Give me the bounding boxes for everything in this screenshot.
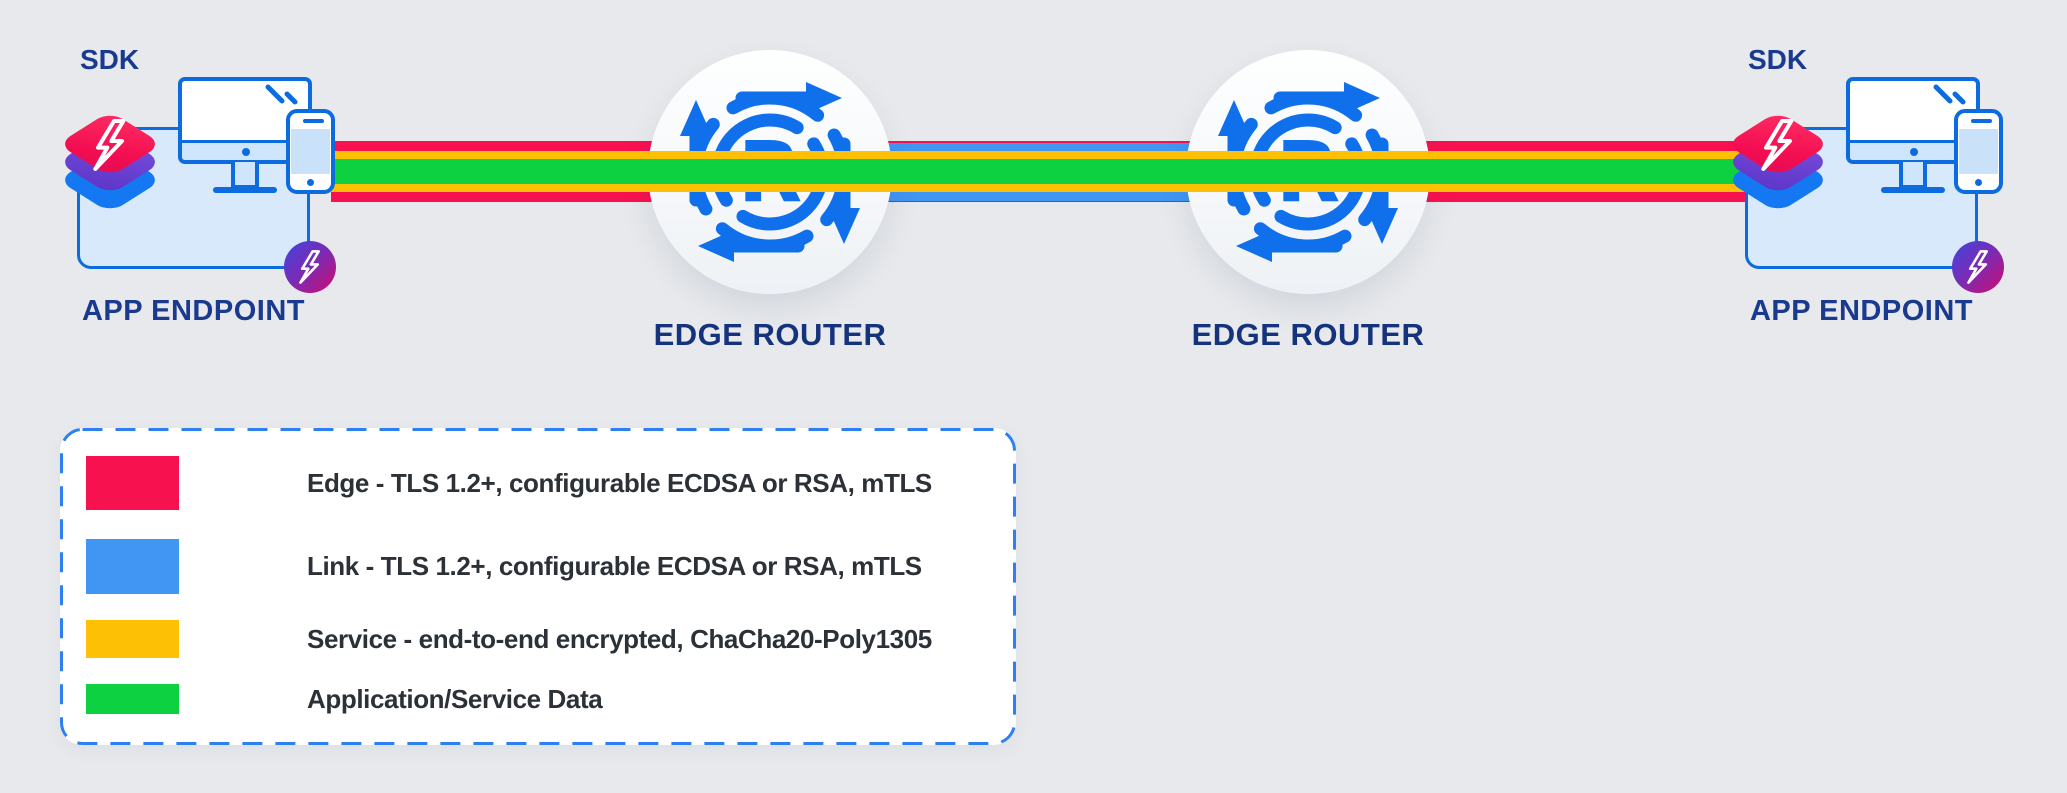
monitor-bezel	[1850, 140, 1976, 160]
legend-label: Link - TLS 1.2+, configurable ECDSA or R…	[307, 551, 922, 581]
phone-screen	[291, 129, 330, 174]
monitor-power-dot	[1910, 148, 1918, 156]
phone-icon	[1954, 109, 2003, 194]
app-endpoint-right: SDK APP ENDPOINT	[1724, 44, 2014, 327]
phone-speaker	[1971, 119, 1992, 123]
service-stripe-bottom	[331, 184, 1747, 192]
monitor-base	[1881, 187, 1945, 193]
application-data-stripe	[331, 159, 1747, 184]
legend-label: Application/Service Data	[307, 683, 603, 714]
ziti-badge-icon	[1952, 241, 2004, 293]
monitor-bezel	[182, 140, 308, 160]
phone-speaker	[303, 119, 324, 123]
legend-item-service: Service - end-to-end encrypted, ChaCha20…	[86, 620, 932, 658]
legend-swatch-service	[86, 620, 179, 658]
monitor-stand	[1899, 162, 1927, 189]
legend-item-link: Link - TLS 1.2+, configurable ECDSA or R…	[86, 539, 922, 594]
monitor-icon	[178, 77, 312, 164]
legend-item-edge: Edge - TLS 1.2+, configurable ECDSA or R…	[86, 456, 932, 510]
edge-router-label-right: EDGE ROUTER	[1191, 317, 1425, 352]
router-icon: R	[1218, 82, 1398, 262]
app-endpoint-label: APP ENDPOINT	[81, 295, 305, 327]
link-stripe-bottom	[770, 192, 1308, 201]
endpoint-badge-connector	[307, 193, 310, 246]
phone-home-button	[1975, 179, 1982, 186]
legend-swatch-edge	[86, 456, 179, 510]
app-endpoint-label: APP ENDPOINT	[1749, 295, 1973, 327]
legend-swatch-application-data	[86, 684, 179, 714]
endpoint-badge-connector	[1975, 193, 1978, 246]
monitor-base	[213, 187, 277, 193]
legend-dashed-border	[60, 428, 1016, 745]
sdk-label: SDK	[80, 44, 140, 75]
phone-icon	[286, 109, 335, 194]
screen-reflection-icon	[265, 84, 298, 105]
phone-screen	[1959, 129, 1998, 174]
lightning-bolt-icon	[1761, 119, 1794, 171]
sdk-stack-icon	[1724, 76, 1832, 226]
lightning-bolt-icon	[1967, 250, 1988, 284]
screen-reflection-icon	[1933, 84, 1966, 105]
sdk-stack-icon	[56, 76, 164, 226]
legend-label: Service - end-to-end encrypted, ChaCha20…	[307, 623, 932, 654]
legend-swatch-link	[86, 539, 179, 594]
legend-label: Edge - TLS 1.2+, configurable ECDSA or R…	[307, 467, 932, 498]
link-stripe-top	[770, 142, 1308, 151]
phone-home-button	[307, 179, 314, 186]
edge-router-label-left: EDGE ROUTER	[653, 317, 887, 352]
service-stripe-top	[331, 151, 1747, 159]
app-endpoint-left: SDK APP ENDPOINT	[56, 44, 346, 327]
edge-router-circle-left: R	[648, 50, 892, 294]
monitor-stand	[231, 162, 259, 189]
lightning-bolt-icon	[299, 250, 320, 284]
legend-item-application-data: Application/Service Data	[86, 683, 603, 714]
monitor-power-dot	[242, 148, 250, 156]
sdk-label: SDK	[1748, 44, 1808, 75]
ziti-badge-icon	[284, 241, 336, 293]
legend-box: Edge - TLS 1.2+, configurable ECDSA or R…	[60, 428, 1016, 745]
lightning-bolt-icon	[93, 119, 126, 171]
